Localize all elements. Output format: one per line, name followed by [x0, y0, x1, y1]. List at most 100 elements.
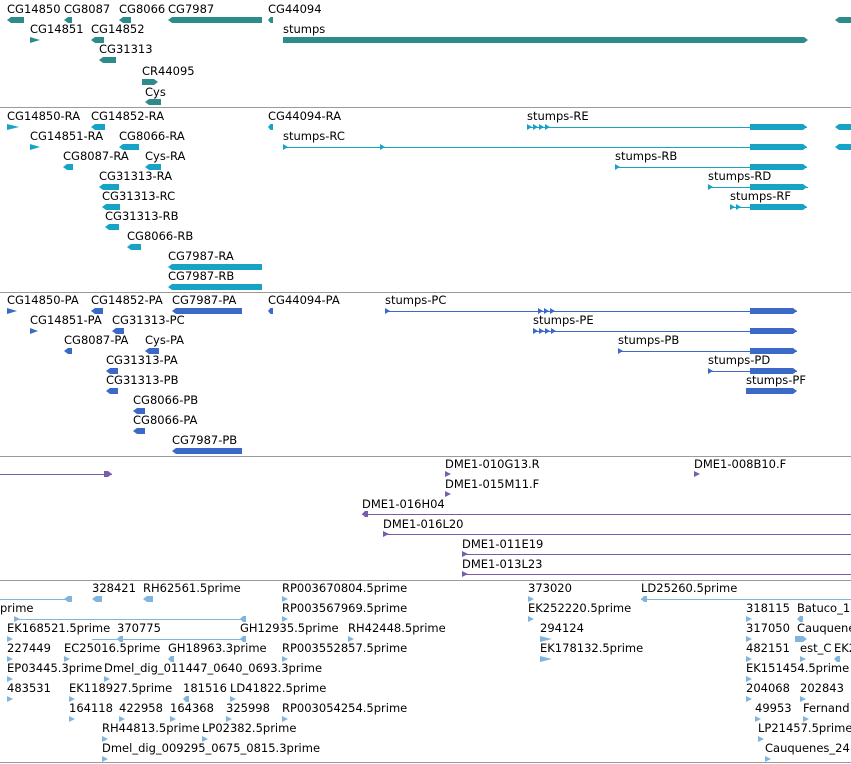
feature-label[interactable]: CG31313-RA [99, 169, 173, 183]
feature-label[interactable]: CG31313-PC [112, 313, 185, 327]
feature-label[interactable]: CG7987-RB [168, 269, 235, 283]
feature-label[interactable]: 422958 [119, 701, 163, 715]
feature-label[interactable]: Fernand [803, 701, 850, 715]
feature-label[interactable]: 164118 [69, 701, 113, 715]
feature-label[interactable]: LD25260.5prime [641, 581, 738, 595]
feature-label[interactable]: stumps-RD [708, 169, 772, 183]
feature-label[interactable]: CG7987-PA [172, 293, 237, 307]
feature-label[interactable]: Cauquenes_24 [765, 741, 850, 755]
feature-label[interactable]: CG14851-PA [30, 313, 102, 327]
feature-label[interactable]: LP02382.5prime [202, 721, 297, 735]
feature-label[interactable]: DME1-016H04 [362, 497, 445, 511]
feature-label[interactable]: CG7987-RA [168, 249, 234, 263]
feature-label[interactable]: CG44094-RA [268, 109, 342, 123]
feature-label[interactable]: EK178132.5prime [540, 641, 644, 655]
feature-label[interactable]: RH44813.5prime [102, 721, 200, 735]
feature-label[interactable]: CR44095 [142, 64, 195, 78]
feature-label[interactable]: Cauquenes [797, 621, 851, 635]
feature-label[interactable]: stumps-RE [527, 109, 589, 123]
feature-label[interactable]: stumps-PE [533, 313, 594, 327]
feature-label[interactable]: 482151 [746, 641, 790, 655]
feature-label[interactable]: CG7987-PB [172, 433, 238, 447]
feature-label[interactable]: DME1-010G13.R [445, 457, 540, 471]
feature-label[interactable]: EK168521.5prime [7, 621, 111, 635]
feature-label[interactable]: CG14851 [30, 22, 84, 36]
feature-label[interactable]: GH18963.3prime [168, 641, 267, 655]
feature-label[interactable]: CG8066 [119, 2, 166, 16]
feature-label[interactable]: stumps-PC [385, 293, 447, 307]
feature-label[interactable]: 317050 [746, 621, 790, 635]
feature-label[interactable]: EK252220.5prime [528, 601, 632, 615]
feature-label[interactable]: 328421 [92, 581, 136, 595]
feature-label[interactable]: est_C [800, 641, 832, 655]
feature-label[interactable]: CG14852-PA [91, 293, 163, 307]
feature-label[interactable]: RH62561.5prime [143, 581, 241, 595]
feature-label[interactable]: EK151454.5prime [746, 661, 850, 675]
feature-label[interactable]: prime [0, 601, 34, 615]
feature-label[interactable]: stumps-RF [730, 189, 792, 203]
feature-label[interactable]: 181516 [183, 681, 227, 695]
feature-label[interactable]: EK2 [834, 641, 851, 655]
feature-label[interactable]: stumps-PD [708, 353, 771, 367]
feature-label[interactable]: GH12935.5prime [240, 621, 339, 635]
feature-label[interactable]: CG14852 [91, 22, 145, 36]
feature-label[interactable]: 325998 [226, 701, 270, 715]
feature-label[interactable]: stumps-RB [615, 149, 678, 163]
feature-label[interactable]: EC25016.5prime [64, 641, 161, 655]
feature-label[interactable]: Dmel_dig_009295_0675_0815.3prime [102, 741, 321, 755]
feature-label[interactable]: stumps [283, 22, 326, 36]
feature-label[interactable]: stumps-PF [746, 373, 806, 387]
feature-label[interactable]: 202843 [800, 681, 844, 695]
feature-label[interactable]: DME1-015M11.F [445, 477, 540, 491]
feature-label[interactable]: 294124 [540, 621, 584, 635]
feature-label[interactable]: 318115 [746, 601, 790, 615]
feature-label[interactable]: 483531 [7, 681, 51, 695]
feature-label[interactable]: CG8066-RB [127, 229, 194, 243]
feature-label[interactable]: 227449 [7, 641, 51, 655]
feature-label[interactable]: CG31313-RB [105, 209, 179, 223]
feature-label[interactable]: CG7987 [168, 2, 215, 16]
feature-label[interactable]: Cys-RA [145, 149, 186, 163]
feature-label[interactable]: CG8066-PA [133, 413, 198, 427]
feature-label[interactable]: Cys [145, 85, 166, 99]
feature-label[interactable]: 204068 [746, 681, 790, 695]
feature-label[interactable]: 373020 [528, 581, 572, 595]
feature-label[interactable]: Dmel_dig_011447_0640_0693.3prime [104, 661, 323, 675]
feature-label[interactable]: RP003670804.5prime [282, 581, 408, 595]
feature-label[interactable]: LP21457.5prime [758, 721, 851, 735]
feature-label[interactable]: RH42448.5prime [348, 621, 446, 635]
feature-label[interactable]: DME1-013L23 [462, 557, 543, 571]
feature-label[interactable]: CG14851-RA [30, 129, 104, 143]
feature-label[interactable]: CG14850-PA [7, 293, 79, 307]
feature-label[interactable]: Batuco_16 [797, 601, 851, 615]
feature-label[interactable]: RP003054254.5prime [282, 701, 408, 715]
feature-label[interactable]: CG44094-PA [268, 293, 340, 307]
feature-label[interactable]: Cys-PA [145, 333, 185, 347]
feature-label[interactable]: CG8087-RA [63, 149, 129, 163]
feature-label[interactable]: 164368 [170, 701, 214, 715]
feature-label[interactable]: CG31313 [99, 42, 153, 56]
feature-label[interactable]: stumps-PB [618, 333, 680, 347]
feature-label[interactable]: EP03445.3prime [7, 661, 103, 675]
feature-label[interactable]: 370775 [117, 621, 161, 635]
feature-label[interactable]: DME1-016L20 [383, 517, 464, 531]
feature-label[interactable]: CG14850-RA [7, 109, 81, 123]
feature-label[interactable]: CG8066-RA [119, 129, 185, 143]
feature-label[interactable]: CG31313-RC [102, 189, 176, 203]
feature-label[interactable]: CG8087 [64, 2, 111, 16]
feature-label[interactable]: CG8087-PA [64, 333, 129, 347]
feature-label[interactable]: EK118927.5prime [69, 681, 173, 695]
feature-label[interactable]: CG31313-PA [106, 353, 178, 367]
feature-label[interactable]: CG44094 [268, 2, 322, 16]
feature-label[interactable]: RP003552857.5prime [282, 641, 408, 655]
feature-label[interactable]: CG14850 [7, 2, 61, 16]
feature-label[interactable]: CG8066-PB [133, 393, 199, 407]
feature-label[interactable]: RP003567969.5prime [282, 601, 408, 615]
feature-label[interactable]: CG31313-PB [106, 373, 179, 387]
feature-label[interactable]: stumps-RC [283, 129, 345, 143]
feature-label[interactable]: 49953 [755, 701, 792, 715]
feature-label[interactable]: DME1-011E19 [462, 537, 544, 551]
feature-label[interactable]: DME1-008B10.F [694, 457, 787, 471]
feature-label[interactable]: CG14852-RA [91, 109, 165, 123]
feature-label[interactable]: LD41822.5prime [230, 681, 327, 695]
